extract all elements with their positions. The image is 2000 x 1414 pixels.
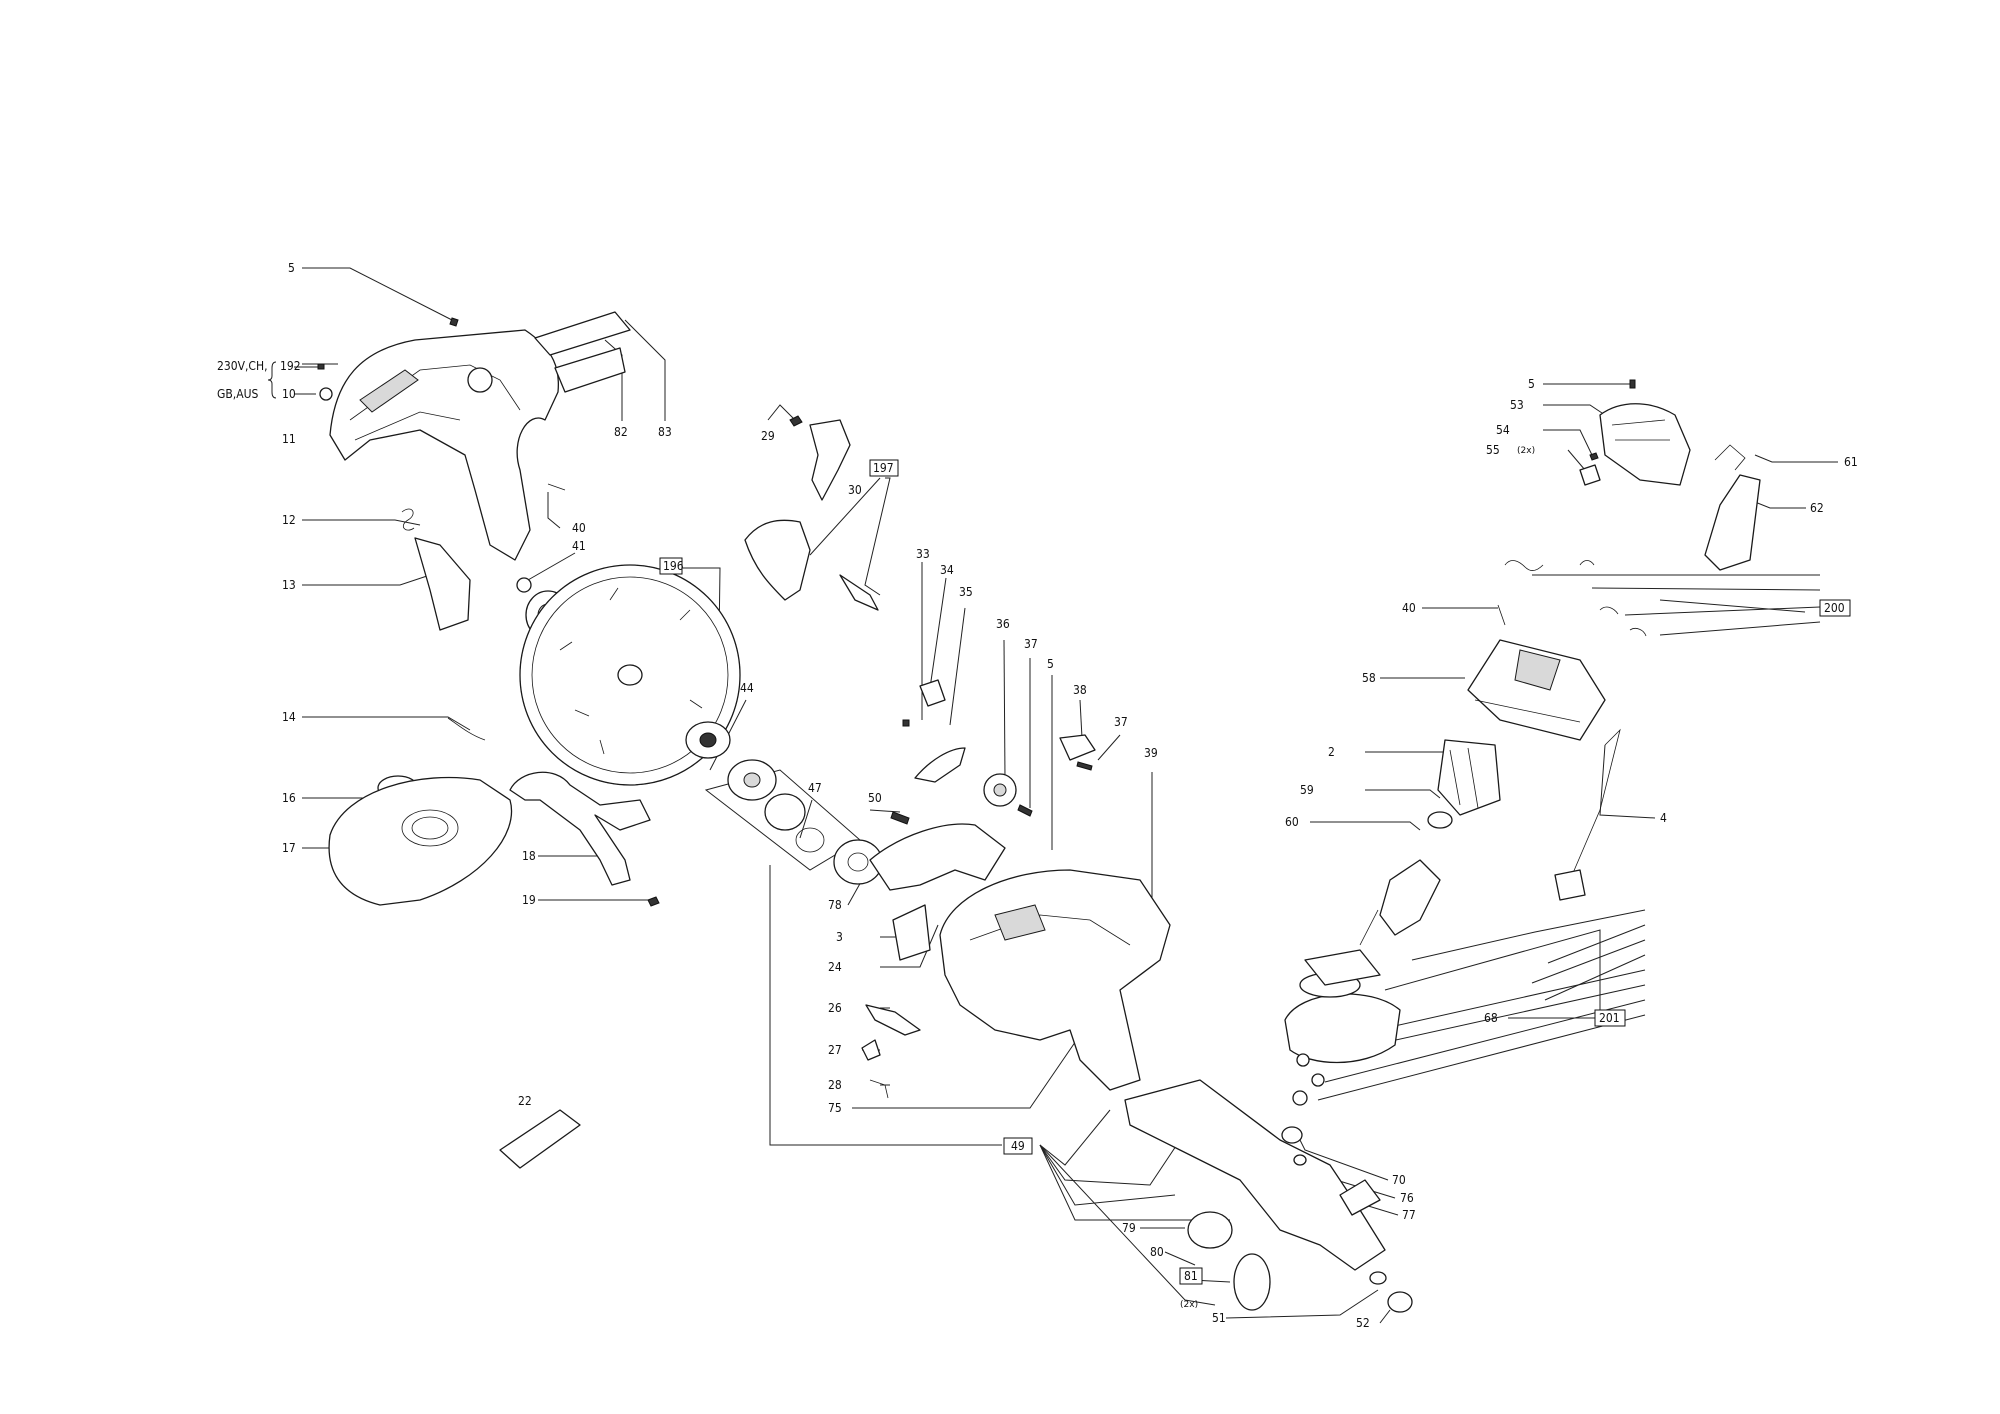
- label-2x-upper: (2x): [1517, 446, 1535, 456]
- label-22: 22: [518, 1094, 532, 1108]
- label-16: 16: [282, 791, 296, 805]
- label-boxes: [267, 361, 1851, 1285]
- label-28: 28: [828, 1078, 842, 1092]
- label-38: 38: [1073, 683, 1087, 697]
- label-50: 50: [868, 791, 882, 805]
- armature-60: [1379, 859, 1441, 936]
- label-plate-83: [534, 311, 631, 356]
- label-2: 2: [1328, 745, 1335, 759]
- brush-cap-53: [1599, 403, 1691, 486]
- label-29: 29: [761, 429, 775, 443]
- label-plate-82: [554, 347, 626, 393]
- saw-blade: [519, 564, 741, 786]
- label-52: 52: [1356, 1316, 1370, 1330]
- label-53: 53: [1510, 398, 1524, 412]
- label-2x-lower: (2x): [1180, 1300, 1198, 1310]
- lever-34: [919, 679, 946, 707]
- label-79: 79: [1122, 1221, 1136, 1235]
- label-10: 10: [282, 387, 296, 401]
- label-44: 44: [740, 681, 754, 695]
- label-78: 78: [828, 898, 842, 912]
- inner-flange-guard: [414, 537, 471, 631]
- lower-arm-49: [1124, 1079, 1386, 1271]
- label-41: 41: [572, 539, 586, 553]
- label-192: 192: [280, 359, 301, 373]
- label-197: 197: [873, 461, 894, 475]
- label-4: 4: [1660, 811, 1667, 825]
- label-5-top-left: 5: [288, 261, 295, 275]
- label-35: 35: [959, 585, 973, 599]
- label-39: 39: [1144, 746, 1158, 760]
- label-5-middle: 5: [1047, 657, 1054, 671]
- motor-housing-58: [1467, 639, 1606, 741]
- label-82: 82: [614, 425, 628, 439]
- guard-lever-rod: [509, 771, 651, 886]
- label-37-lower: 37: [1114, 715, 1128, 729]
- label-19: 19: [522, 893, 536, 907]
- gearbox-housing-39: [939, 869, 1171, 1091]
- lock-lever-35: [914, 747, 966, 783]
- label-60: 60: [1285, 815, 1299, 829]
- label-62: 62: [1810, 501, 1824, 515]
- motor-bracket-78: [869, 823, 1006, 891]
- label-14: 14: [282, 710, 296, 724]
- label-11: 11: [282, 432, 296, 446]
- label-49: 49: [1011, 1139, 1025, 1153]
- label-37-upper: 37: [1024, 637, 1038, 651]
- label-33: 33: [916, 547, 930, 561]
- label-36: 36: [996, 617, 1010, 631]
- label-75: 75: [828, 1101, 842, 1115]
- fan-housing-68: [1284, 993, 1401, 1064]
- label-26: 26: [828, 1001, 842, 1015]
- label-80: 80: [1150, 1245, 1164, 1259]
- label-5-top-right: 5: [1528, 377, 1535, 391]
- label-40-right: 40: [1402, 601, 1416, 615]
- stator-2: [1437, 739, 1501, 816]
- label-83: 83: [658, 425, 672, 439]
- label-55: 55: [1486, 443, 1500, 457]
- label-201: 201: [1599, 1011, 1620, 1025]
- chip-deflector: [744, 519, 811, 601]
- label-54: 54: [1496, 423, 1510, 437]
- bearing-79: [1187, 1211, 1233, 1249]
- label-27: 27: [828, 1043, 842, 1057]
- label-17: 17: [282, 841, 296, 855]
- label-24: 24: [828, 960, 842, 974]
- label-51: 51: [1212, 1311, 1226, 1325]
- label-77: 77: [1402, 1208, 1416, 1222]
- label-58: 58: [1362, 671, 1376, 685]
- label-18: 18: [522, 849, 536, 863]
- label-3: 3: [836, 930, 843, 944]
- label-59: 59: [1300, 783, 1314, 797]
- label-47: 47: [808, 781, 822, 795]
- lower-blade-guard: [328, 776, 513, 906]
- label-68: 68: [1484, 1011, 1498, 1025]
- label-40-left: 40: [572, 521, 586, 535]
- roller-81: [1233, 1253, 1271, 1311]
- label-230v-ch: 230V,CH,: [217, 359, 268, 373]
- label-12: 12: [282, 513, 296, 527]
- label-30: 30: [848, 483, 862, 497]
- label-34: 34: [940, 563, 954, 577]
- brush-holder-62: [1704, 474, 1761, 571]
- label-70: 70: [1392, 1173, 1406, 1187]
- label-76: 76: [1400, 1191, 1414, 1205]
- upper-blade-guard: [329, 329, 560, 561]
- wrench-22: [499, 1109, 581, 1169]
- label-200: 200: [1824, 601, 1845, 615]
- label-61: 61: [1844, 455, 1858, 469]
- label-13: 13: [282, 578, 296, 592]
- handle-switch-cover: [809, 419, 851, 501]
- label-81: 81: [1184, 1269, 1198, 1283]
- part-labels: 5 192 10 230V,CH, GB,AUS 11 12 13 14 16 …: [217, 261, 1858, 1330]
- label-196: 196: [663, 559, 684, 573]
- part-drawings: [317, 311, 1761, 1313]
- label-gb-aus: GB,AUS: [217, 387, 258, 401]
